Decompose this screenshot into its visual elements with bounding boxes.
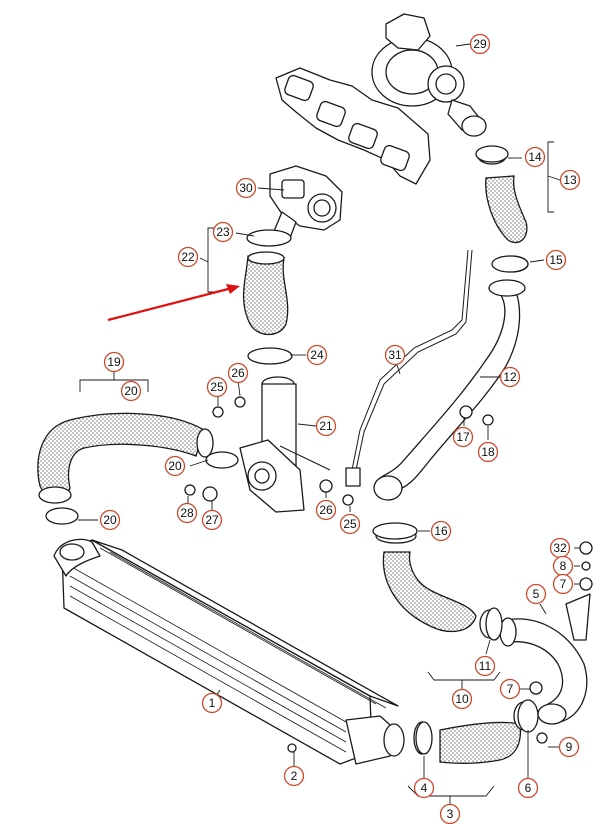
svg-text:20: 20 [124,384,138,398]
callout-14[interactable]: 14 [524,146,546,168]
leader-lines [78,43,580,782]
svg-text:7: 7 [560,577,567,591]
hose-13 [477,147,529,273]
svg-text:10: 10 [455,692,469,706]
intercooler [53,538,405,765]
svg-text:23: 23 [216,225,230,239]
callout-6[interactable]: 6 [517,777,539,799]
hose-10 [375,528,501,639]
callout-13[interactable]: 13 [559,169,581,191]
callout-3[interactable]: 3 [439,803,461,824]
callout-23[interactable]: 23 [212,221,234,243]
callout-20-middle[interactable]: 20 [164,455,186,477]
svg-text:15: 15 [549,253,563,267]
callout-24[interactable]: 24 [306,344,328,366]
svg-text:20: 20 [103,513,117,527]
callout-17[interactable]: 17 [452,426,474,448]
callout-30[interactable]: 30 [235,177,257,199]
svg-text:24: 24 [310,348,324,362]
callout-12[interactable]: 12 [499,366,521,388]
svg-text:25: 25 [210,380,224,394]
svg-text:11: 11 [479,659,492,673]
hose-19 [37,412,214,504]
callout-29[interactable]: 29 [469,33,491,55]
callout-16[interactable]: 16 [430,520,452,542]
svg-text:26: 26 [231,366,245,380]
callout-20-top[interactable]: 20 [120,380,142,402]
callout-25-upper[interactable]: 25 [206,376,228,398]
pipe-12 [373,279,526,501]
callout-7-upper[interactable]: 7 [552,573,574,595]
svg-text:8: 8 [560,559,567,573]
svg-text:17: 17 [456,430,470,444]
callout-26-lower[interactable]: 26 [315,499,337,521]
callout-22[interactable]: 22 [177,246,199,268]
svg-text:20: 20 [168,459,182,473]
callout-2[interactable]: 2 [283,765,305,787]
svg-text:25: 25 [343,517,357,531]
svg-text:27: 27 [205,513,219,527]
callout-10[interactable]: 10 [451,688,473,710]
callout-25-lower[interactable]: 25 [339,513,361,535]
svg-text:22: 22 [181,250,195,264]
svg-text:19: 19 [107,355,121,369]
svg-text:31: 31 [388,348,402,362]
pipe-21 [239,376,331,513]
svg-text:5: 5 [533,587,540,601]
callout-18[interactable]: 18 [477,441,499,463]
hose-22 [242,230,291,364]
svg-text:32: 32 [553,541,567,555]
callout-21[interactable]: 21 [315,415,337,437]
svg-text:9: 9 [566,740,573,754]
callout-15[interactable]: 15 [545,249,567,271]
svg-text:18: 18 [481,445,495,459]
svg-text:6: 6 [525,781,532,795]
svg-text:2: 2 [291,769,298,783]
throttle-body [269,165,343,239]
bracket-lines [79,141,561,810]
svg-text:30: 30 [239,181,253,195]
callout-11[interactable]: 11 [474,655,496,677]
svg-text:1: 1 [209,696,216,710]
callout-1[interactable]: 1 [201,692,223,714]
clamps [45,145,539,755]
callout-5[interactable]: 5 [525,583,547,605]
svg-text:14: 14 [528,150,542,164]
red-arrow [107,284,240,322]
callout-27[interactable]: 27 [201,509,223,531]
svg-text:3: 3 [447,807,454,821]
svg-text:4: 4 [421,781,428,795]
callout-31[interactable]: 31 [384,344,406,366]
turbocharger [275,13,487,185]
svg-text:12: 12 [503,370,517,384]
svg-text:28: 28 [180,506,194,520]
callout-7-lower[interactable]: 7 [499,678,521,700]
svg-text:21: 21 [319,419,333,433]
callout-20-lower[interactable]: 20 [99,509,121,531]
callout-9[interactable]: 9 [558,736,580,758]
svg-text:26: 26 [319,503,333,517]
callout-26-upper[interactable]: 26 [227,362,249,384]
svg-text:16: 16 [434,524,448,538]
callout-32[interactable]: 32 [549,537,571,559]
callout-8[interactable]: 8 [552,555,574,577]
svg-text:13: 13 [563,173,577,187]
callout-28[interactable]: 28 [176,502,198,524]
pipe-5 [499,593,591,725]
callout-19[interactable]: 19 [103,351,125,373]
svg-text:7: 7 [507,682,514,696]
callout-4[interactable]: 4 [413,777,435,799]
line-31 [345,249,473,487]
svg-text:29: 29 [473,37,487,51]
